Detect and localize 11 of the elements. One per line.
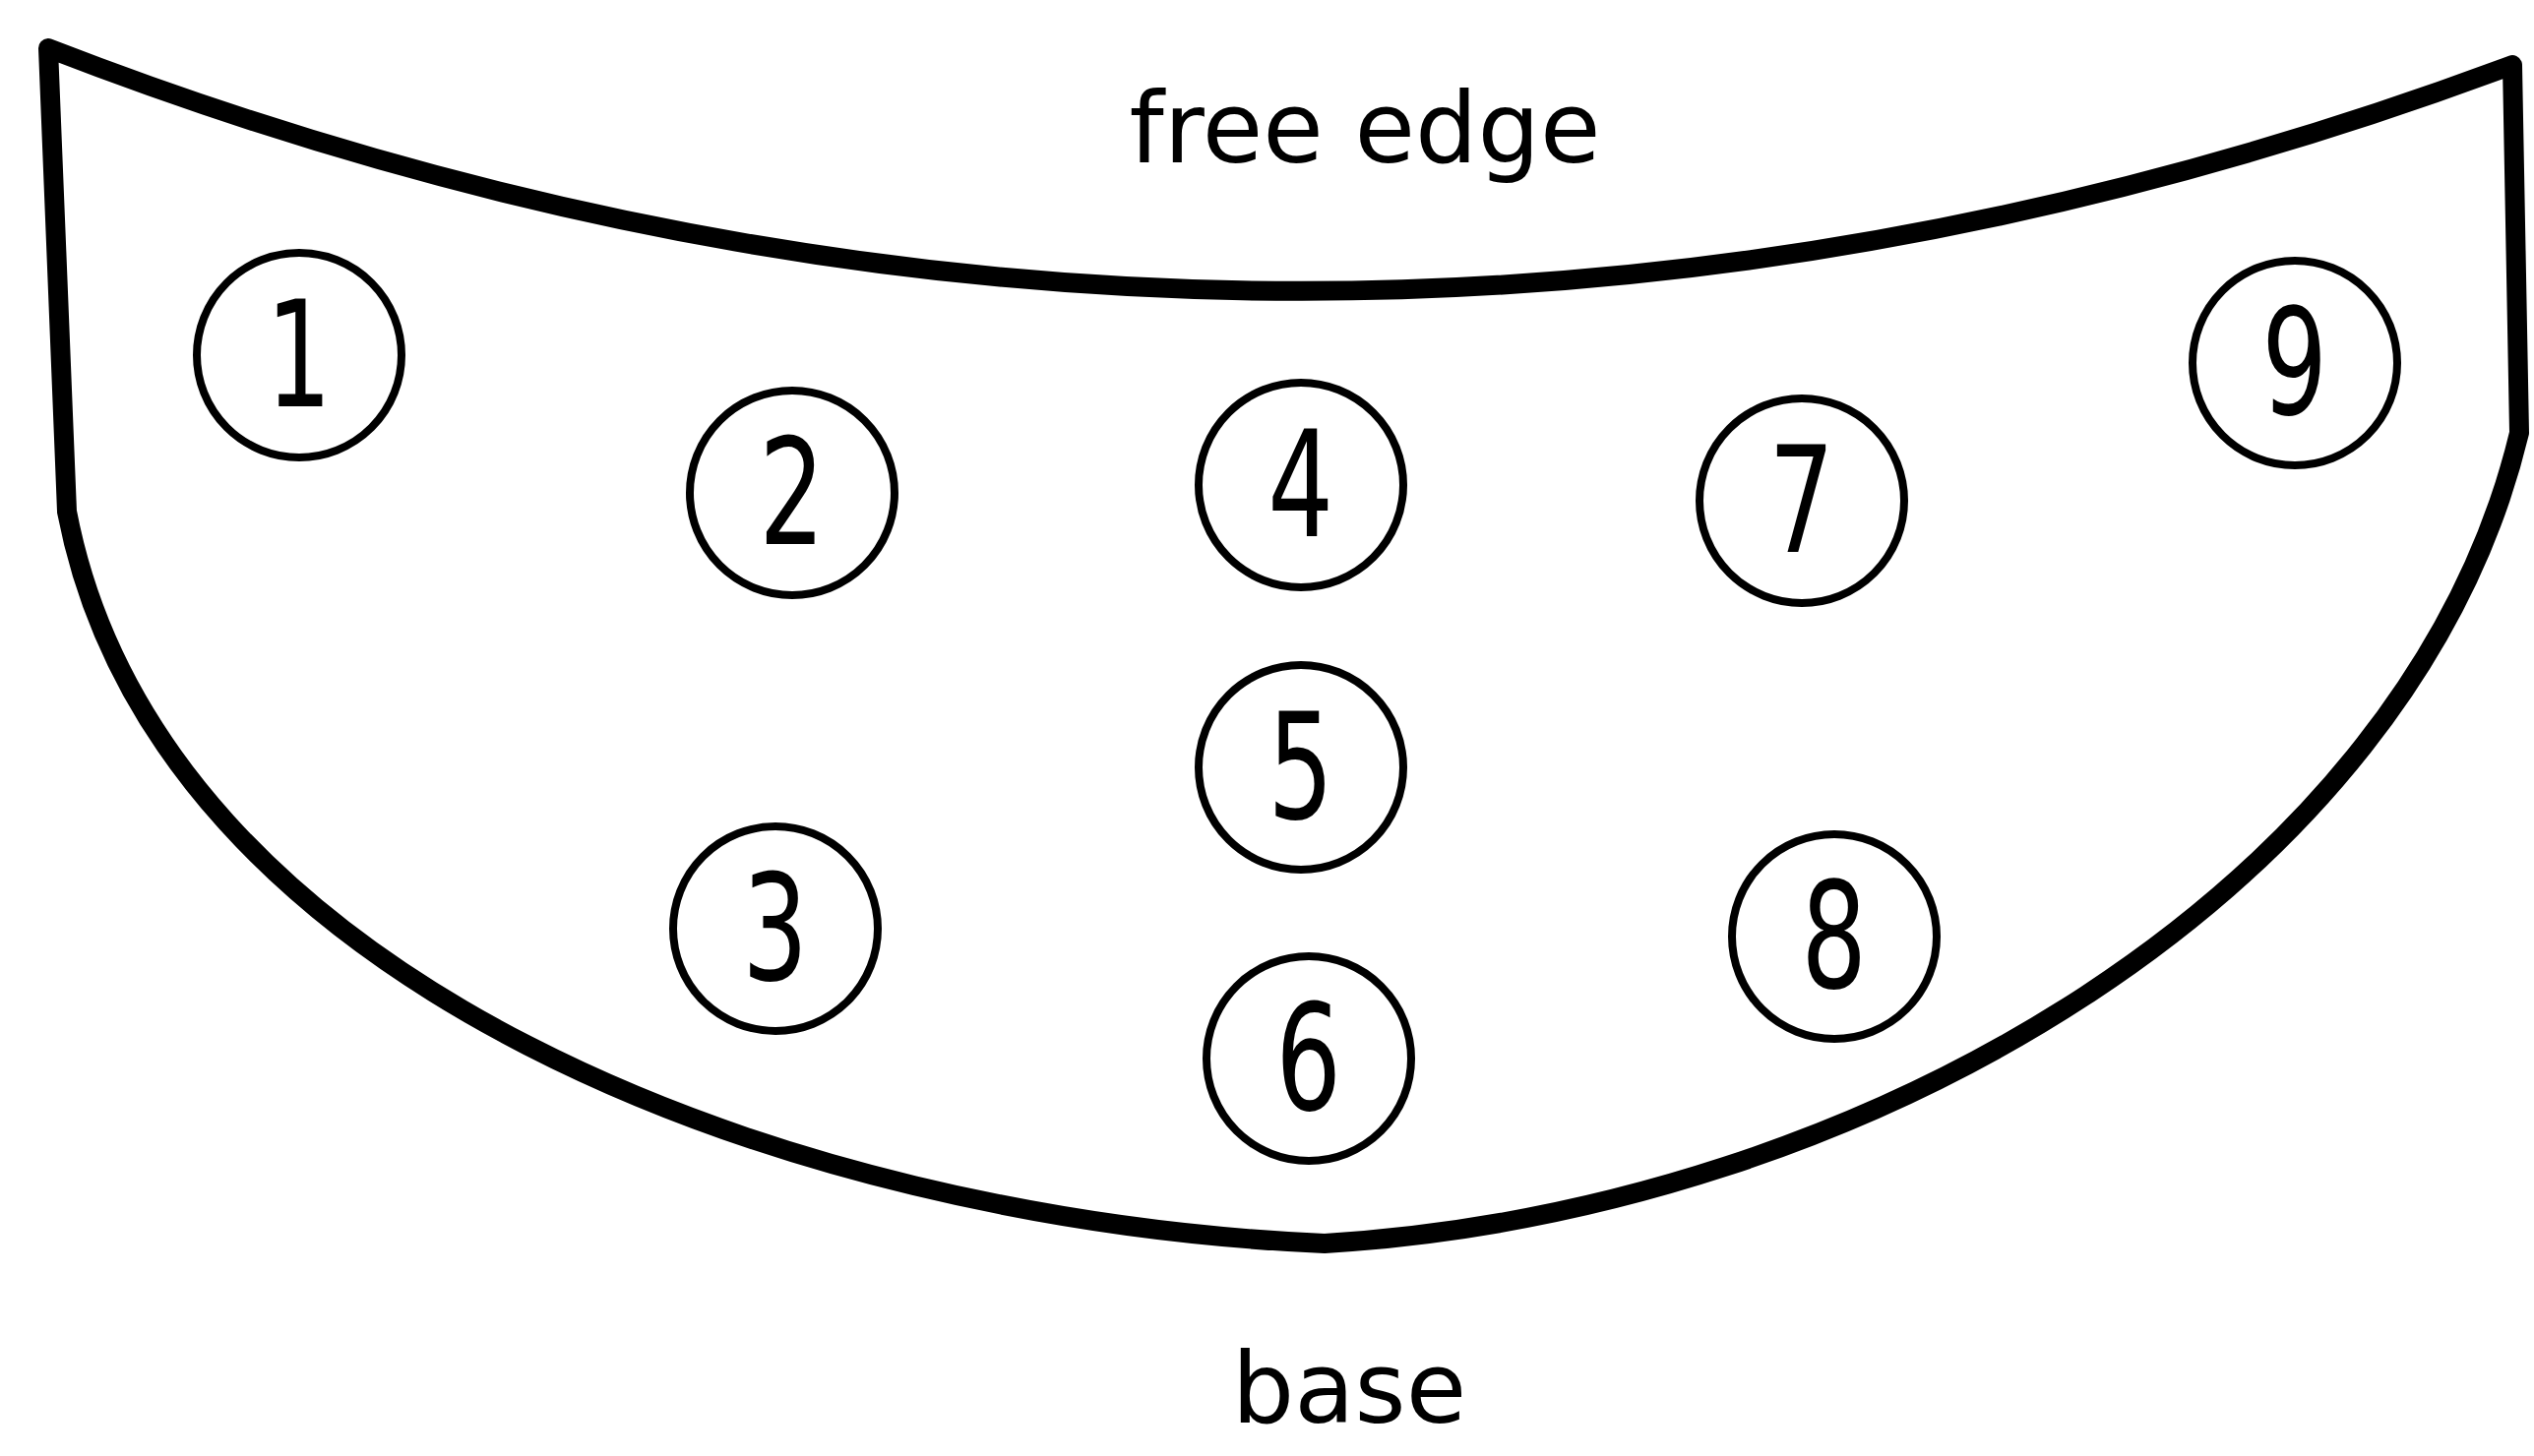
numbered-circle: 9: [2189, 257, 2401, 469]
numbered-circle: 4: [1195, 379, 1407, 591]
numbered-circle: 1: [193, 249, 405, 461]
region-label: base: [1231, 1335, 1467, 1443]
numbered-circle: 3: [669, 822, 882, 1035]
region-label: free edge: [1129, 75, 1601, 183]
numbered-circle: 6: [1203, 952, 1415, 1165]
numbered-circle: 2: [686, 387, 898, 599]
numbered-circle: 7: [1696, 394, 1908, 607]
numbered-circle: 8: [1728, 830, 1941, 1043]
numbered-circle: 5: [1195, 661, 1407, 874]
